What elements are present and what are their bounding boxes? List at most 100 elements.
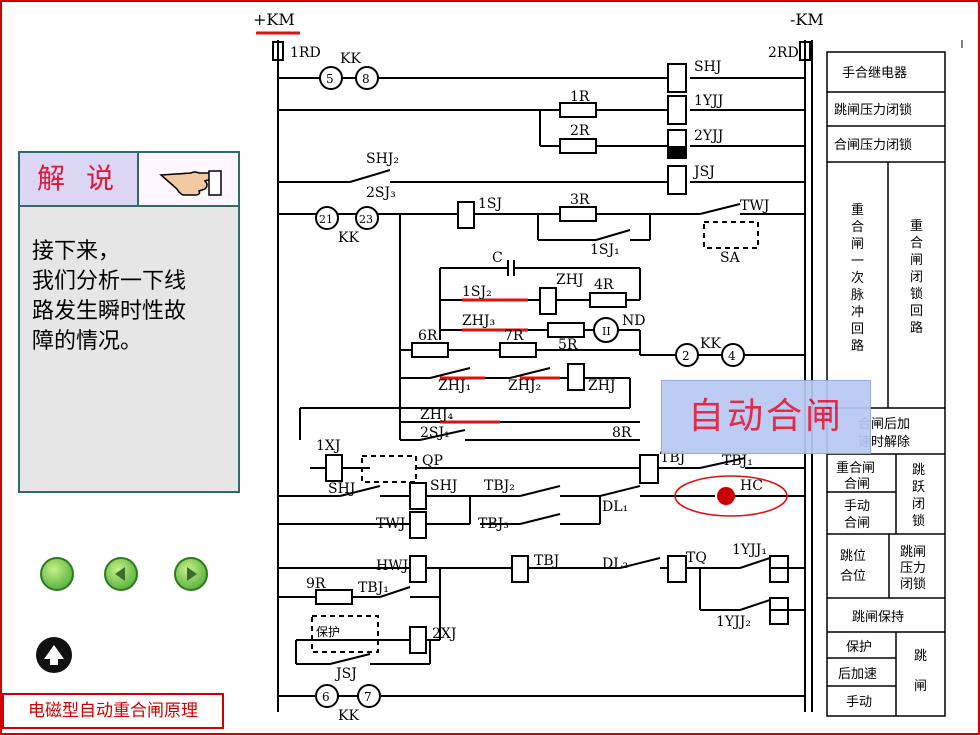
label-zhj4: ZHJ₄ — [420, 407, 454, 423]
label-1sj2: 1SJ₂ — [462, 284, 492, 300]
explanation-text: 接下来， 我们分析一下线 路发生瞬时性故 障的情况。 — [32, 239, 187, 354]
lock-char: 重 — [910, 218, 923, 234]
table-trip-press: 跳闸压力闭锁 — [900, 545, 926, 592]
label-jsj2: JSJ — [334, 666, 357, 682]
table-post-acc: 后加速 — [838, 667, 877, 682]
label-n5: 5 — [326, 72, 334, 86]
table-accel-1: 合闸后加 — [858, 417, 910, 432]
trippress-char: 闭锁 — [900, 576, 926, 592]
label-shj: SHJ — [694, 59, 721, 75]
label-n7: 7 — [364, 690, 372, 704]
antijump-char: 跃 — [912, 480, 925, 495]
label-1sj: 1SJ — [478, 196, 502, 212]
table-pos-b: 合位 — [840, 569, 866, 584]
label-3r: 3R — [570, 192, 590, 208]
label-nd: ND — [622, 313, 645, 329]
pulse-char: 合 — [851, 220, 864, 235]
label-1r: 1R — [570, 89, 590, 105]
label-1yjj2: 1YJJ₂ — [716, 614, 751, 630]
pulse-char: 脉 — [851, 288, 864, 303]
label-tbj3: TBJ₃ — [478, 516, 509, 532]
trippress-char: 跳闸 — [900, 545, 926, 560]
label-n8: 8 — [362, 72, 370, 86]
label-tbj: TBJ — [660, 450, 685, 466]
label-zhj-coil: ZHJ — [588, 378, 616, 394]
antijump-char: 闭 — [912, 497, 925, 512]
table-close-b2: 合闸 — [844, 516, 870, 531]
label-hc: HC — [740, 478, 763, 494]
forward-button[interactable] — [174, 557, 208, 591]
table-close-a2: 合闸 — [844, 477, 870, 492]
label-1rd: 1RD — [290, 45, 321, 61]
fuse-1rd — [272, 41, 284, 61]
label-tbj2: TBJ₂ — [484, 478, 515, 494]
label-9r: 9R — [306, 576, 326, 592]
label-ii: II — [602, 325, 611, 338]
up-button[interactable] — [36, 637, 72, 673]
label-n23: 23 — [359, 213, 373, 226]
label-2xj: 2XJ — [432, 626, 457, 642]
forward-arrow-icon — [187, 567, 197, 581]
table-trip-hold: 跳闸保持 — [852, 610, 904, 625]
back-button[interactable] — [104, 557, 138, 591]
pulse-char: 路 — [851, 338, 864, 354]
label-2sj1: 2SJ₁ — [420, 425, 450, 441]
label-n4: 4 — [728, 349, 736, 363]
label-kk-3: KK — [700, 336, 721, 352]
table-row3: 合闸压力闭锁 — [834, 137, 912, 153]
label-4r: 4R — [594, 277, 614, 293]
label-tbj1: TBJ₁ — [722, 453, 753, 469]
indicator-nd — [593, 317, 619, 343]
label-zhj3: ZHJ₃ — [462, 313, 495, 329]
label-hwj: HWJ — [376, 558, 408, 574]
label-shj-b: SHJ — [328, 481, 355, 497]
hc-highlight — [674, 475, 788, 517]
tripcol-char: 闸 — [914, 679, 927, 694]
explanation-panel: 解 说 接下来， 我们分析一下线 路发生瞬时性故 障的情况。 — [18, 151, 240, 493]
antijump-char: 锁 — [912, 513, 925, 529]
label-2sj3: 2SJ₃ — [366, 185, 396, 201]
pointing-hand-icon — [139, 153, 238, 205]
label-n2: 2 — [682, 349, 690, 363]
label-2yjj: 2YJJ — [694, 128, 723, 144]
label-1xj: 1XJ — [316, 438, 341, 454]
lock-char: 合 — [910, 236, 923, 251]
label-5r: 5R — [558, 337, 578, 353]
label-zhj: ZHJ — [556, 272, 584, 288]
label-protect: 保护 — [316, 625, 340, 639]
explanation-title: 解 说 — [20, 153, 139, 205]
label-zhj2: ZHJ₂ — [508, 378, 541, 394]
lock-char: 锁 — [910, 286, 923, 302]
hc-lamp — [717, 487, 735, 505]
label-2r: 2R — [570, 123, 590, 139]
pulse-char: 回 — [851, 322, 864, 337]
table-pos-a: 跳位 — [840, 549, 866, 564]
pulse-char: 一 — [851, 254, 864, 269]
lock-char: 回 — [910, 304, 923, 319]
label-tq: TQ — [686, 550, 707, 566]
lock-char: 闭 — [910, 270, 923, 285]
table-prot: 保护 — [846, 640, 872, 655]
terminal-4 — [721, 343, 745, 367]
table-close-b: 手动 — [844, 499, 870, 514]
lock-char: 闸 — [910, 253, 923, 268]
terminal-7 — [357, 684, 381, 708]
terminal-21 — [315, 206, 339, 230]
terminal-5 — [319, 66, 343, 90]
stop-button[interactable] — [40, 557, 74, 591]
trippress-char: 压力 — [900, 561, 926, 576]
auto-close-callout: 自动合闸 — [661, 380, 871, 454]
label-8r: 8R — [612, 425, 632, 441]
label-tbj-c: TBJ — [534, 553, 559, 569]
tripcol-char: 跳 — [914, 649, 927, 664]
label-jsj: JSJ — [692, 164, 715, 180]
table-close-a: 重合闸 — [836, 460, 875, 476]
slide-title: 电磁型自动重合闸原理 — [2, 693, 224, 729]
terminal-2 — [675, 343, 699, 367]
pulse-char: 重 — [851, 202, 864, 218]
